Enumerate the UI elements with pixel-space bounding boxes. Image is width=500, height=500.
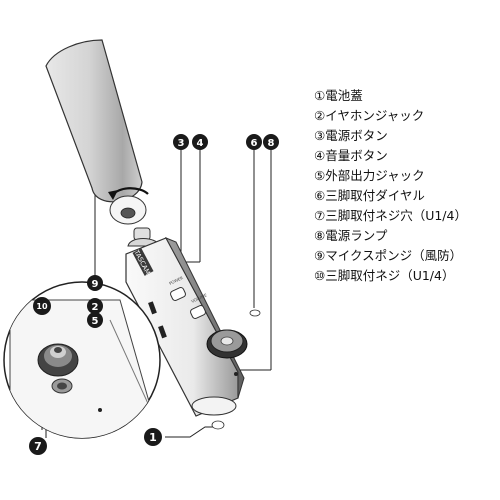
legend-item-power-lamp: ⑧電源ランプ	[314, 228, 388, 243]
power-button[interactable]	[170, 286, 187, 302]
callout-markers: 1 2 3 4 5 6 7 8	[29, 134, 279, 455]
external-output-jack	[158, 325, 167, 339]
tripod-dial[interactable]	[206, 329, 248, 359]
callout-3: 3	[173, 134, 189, 150]
legend-item-tripod-screw: ⑩三脚取付ネジ（U1/4）	[314, 268, 455, 283]
power-button-label: POWER	[168, 275, 184, 286]
earphone-jack	[148, 301, 157, 315]
legend-item-external-output-jack: ⑤外部出力ジャック	[314, 168, 425, 183]
callout-8: 8	[263, 134, 279, 150]
callout-10: 10	[33, 297, 51, 315]
volume-button[interactable]	[190, 304, 207, 320]
rotate-arrow-icon	[108, 190, 118, 200]
svg-text:5: 5	[92, 316, 99, 327]
svg-text:3: 3	[178, 138, 185, 149]
svg-text:9: 9	[92, 279, 99, 290]
callout-7: 7	[29, 437, 47, 455]
zoom-detail	[3, 281, 161, 439]
battery-cover	[191, 396, 237, 416]
callout-2: 2	[87, 298, 103, 314]
legend-item-tripod-screw-hole: ⑦三脚取付ネジ穴（U1/4）	[314, 208, 467, 223]
volume-button-label: VOLUME	[190, 292, 208, 304]
legend-item-mic-sponge: ⑨マイクスポンジ（風防）	[314, 248, 463, 263]
legend-item-power-button: ③電源ボタン	[314, 128, 388, 143]
legend-item-tripod-dial: ⑥三脚取付ダイヤル	[314, 188, 425, 203]
svg-text:4: 4	[197, 138, 204, 149]
callout-9: 9	[87, 275, 103, 291]
svg-text:10: 10	[36, 302, 48, 311]
svg-text:6: 6	[251, 138, 258, 149]
legend-item-battery-cover: ①電池蓋	[314, 88, 363, 103]
svg-text:8: 8	[268, 138, 275, 149]
svg-text:7: 7	[34, 440, 42, 453]
legend-item-earphone-jack: ②イヤホンジャック	[314, 108, 425, 123]
power-lamp	[234, 372, 238, 376]
svg-text:2: 2	[92, 302, 99, 313]
callout-5: 5	[87, 312, 103, 328]
callout-4: 4	[192, 134, 208, 150]
callout-6: 6	[246, 134, 262, 150]
mic-sponge	[45, 39, 149, 225]
legend-item-volume-button: ④音量ボタン	[314, 148, 388, 163]
recorder-body: TASCAM POWER VOLUME	[125, 227, 261, 430]
callout-1: 1	[144, 428, 162, 446]
svg-text:1: 1	[149, 431, 157, 444]
parts-legend: ①電池蓋 ②イヤホンジャック ③電源ボタン ④音量ボタン ⑤外部出力ジャック ⑥…	[314, 86, 498, 286]
